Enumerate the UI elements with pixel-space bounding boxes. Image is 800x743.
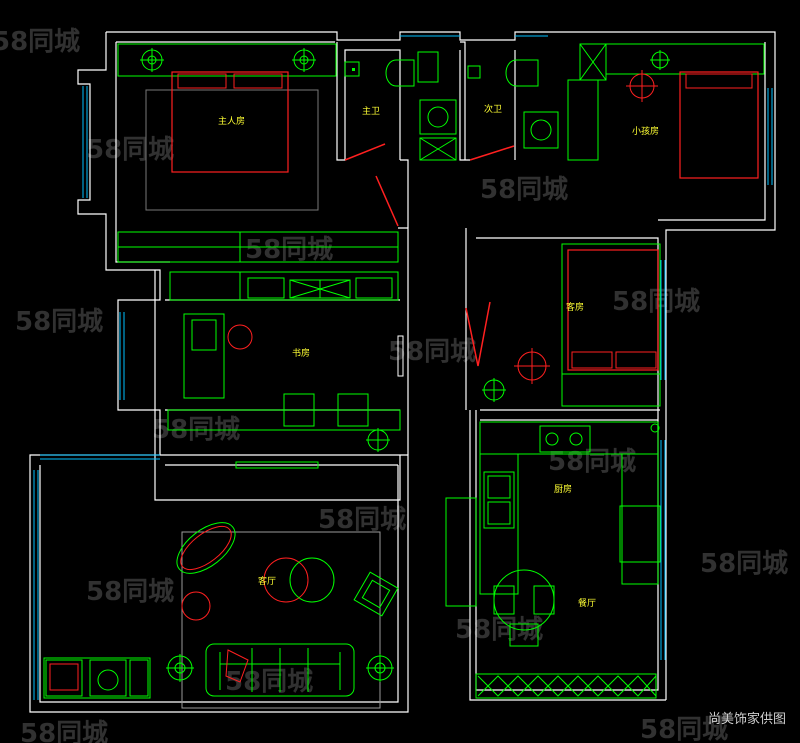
chair-icon <box>533 585 555 615</box>
living-room: 客厅 <box>43 522 399 709</box>
watermark: 58同城 <box>86 135 174 165</box>
kitchen: 厨房 <box>479 421 661 595</box>
room-label-master-bedroom: 主人房 <box>218 115 245 127</box>
windows <box>33 35 773 700</box>
toilet-icon <box>505 59 539 87</box>
room-label-kitchen: 厨房 <box>554 483 572 495</box>
toilet-icon <box>385 59 415 87</box>
watermark: 58同城 <box>20 719 108 743</box>
double-bed-icon <box>171 71 289 173</box>
room-label-second-bath: 次卫 <box>484 103 502 115</box>
armchair-icon <box>176 522 236 574</box>
coffee-table-icon <box>263 557 309 603</box>
watermark: 58同城 <box>86 577 174 607</box>
room-label-study: 书房 <box>292 347 310 359</box>
stove-icon <box>539 425 591 453</box>
master-bedroom: 主人房 <box>117 43 399 263</box>
dining: 餐厅 <box>445 497 657 699</box>
watermark: 58同城 <box>700 549 788 579</box>
side-table-icon <box>227 324 253 350</box>
single-bed-icon <box>679 71 759 179</box>
second-bath: 次卫 <box>467 43 607 161</box>
sink-icon <box>419 99 457 135</box>
chair-icon <box>493 585 515 615</box>
room-label-kids-room: 小孩房 <box>632 125 659 137</box>
room-label-guest-room: 客房 <box>566 301 584 313</box>
sofa-icon <box>205 643 355 697</box>
sink-icon <box>523 111 559 149</box>
master-bath: 主卫 <box>344 51 457 161</box>
watermark: 58同城 <box>480 175 568 205</box>
watermark: 58同城 <box>15 307 103 337</box>
watermark: 58同城 <box>455 615 543 645</box>
cabinet-icon <box>475 673 657 699</box>
room-label-living-room: 客厅 <box>258 575 276 587</box>
guest-room: 客房 <box>465 243 661 407</box>
watermarks: 58同城 58同城 58同城 58同城 58同城 58同城 58同城 58同城 … <box>0 27 788 743</box>
double-bed-icon <box>567 249 659 371</box>
chair-icon <box>509 623 539 647</box>
door-swing-icon <box>465 301 491 367</box>
room-label-dining: 餐厅 <box>578 597 596 609</box>
armchair-icon <box>353 571 399 617</box>
room-label-master-bath: 主卫 <box>362 105 380 117</box>
image-credit: 尚美饰家供图 <box>707 712 786 727</box>
study: 书房 <box>167 271 404 469</box>
watermark: 58同城 <box>245 235 333 265</box>
walls <box>29 31 776 713</box>
lounge-chair-icon <box>183 313 225 399</box>
watermark: 58同城 <box>225 667 313 697</box>
watermark: 58同城 <box>388 337 476 367</box>
watermark: 58同城 <box>0 27 80 57</box>
door-swing-icon <box>375 175 399 227</box>
tv-icon <box>45 659 83 697</box>
chair-icon <box>337 393 369 427</box>
stool-icon <box>181 591 211 621</box>
door-swing-icon <box>344 143 386 161</box>
door-swing-icon <box>469 145 515 161</box>
kids-room: 小孩房 <box>605 43 765 179</box>
watermark: 58同城 <box>640 715 728 743</box>
fridge-icon <box>619 505 661 563</box>
chair-icon <box>283 393 315 427</box>
sink-icon <box>483 471 515 529</box>
watermark: 58同城 <box>612 287 700 317</box>
watermark: 58同城 <box>318 505 406 535</box>
